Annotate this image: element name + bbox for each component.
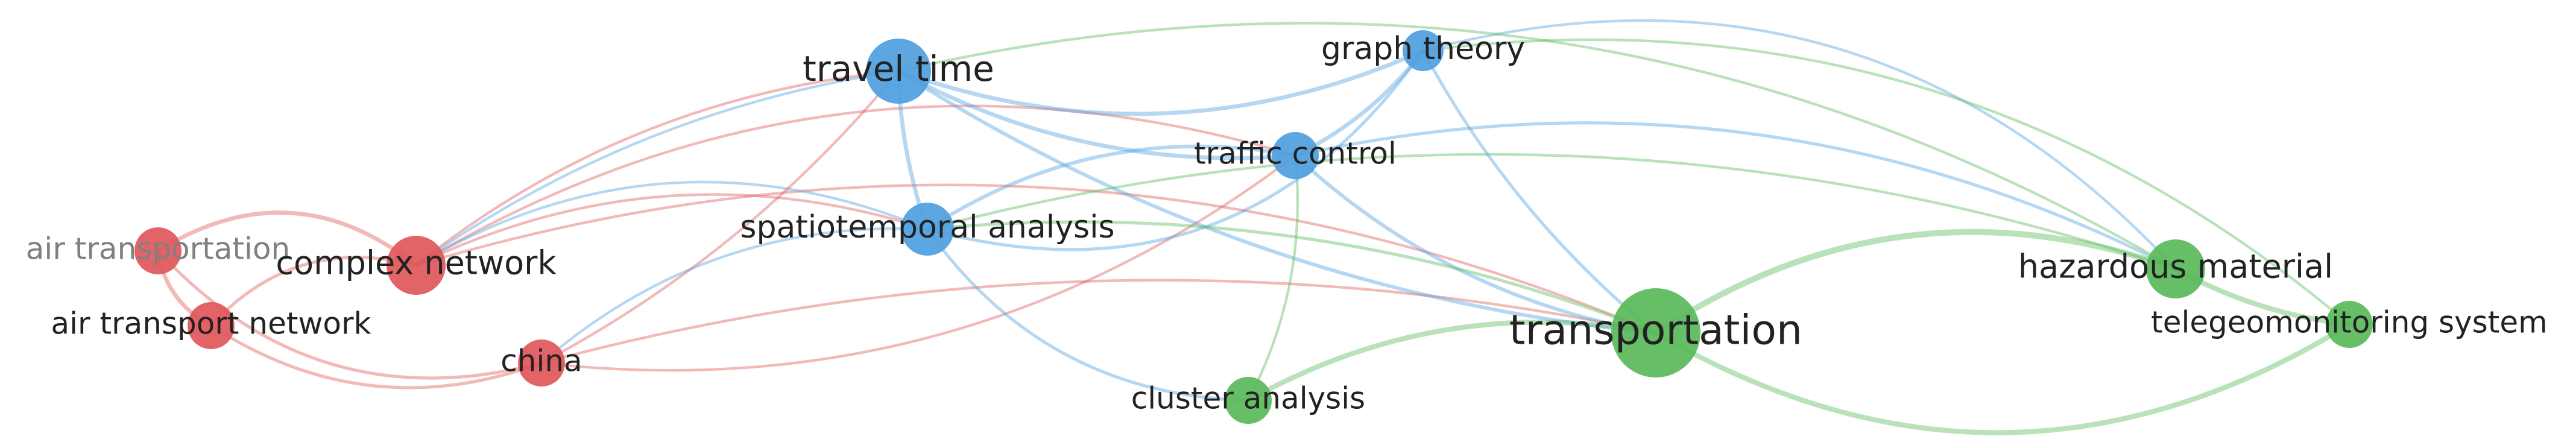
- link-complex-network-spatiotemporal-analysis: [414, 193, 929, 267]
- node-travel-time[interactable]: [866, 39, 931, 104]
- link-china-travel-time: [540, 69, 900, 365]
- link-traffic-control-hazardous-material: [1293, 121, 2177, 271]
- label-traffic-control[interactable]: traffic control: [1194, 136, 1397, 171]
- node-layer: [134, 30, 2373, 424]
- link-china-traffic-control: [540, 154, 1297, 372]
- link-travel-time-complex-network: [414, 69, 900, 267]
- label-hazardous-material[interactable]: hazardous material: [2018, 248, 2333, 286]
- node-telegeomonitoring-system[interactable]: [2326, 301, 2373, 348]
- link-spatiotemporal-analysis-transportation: [926, 220, 1658, 335]
- link-travel-time-hazardous-material: [897, 22, 2177, 271]
- label-transportation[interactable]: transportation: [1509, 307, 1802, 355]
- node-china[interactable]: [518, 339, 565, 387]
- link-traffic-control-spatiotemporal-analysis: [926, 144, 1297, 231]
- link-travel-time-graph-theory: [896, 48, 1425, 116]
- node-graph-theory[interactable]: [1403, 30, 1444, 71]
- link-spatiotemporal-analysis-hazardous-material: [926, 153, 2177, 271]
- link-travel-time-transportation: [897, 69, 1658, 335]
- node-spatiotemporal-analysis[interactable]: [901, 203, 954, 256]
- node-air-transport-network[interactable]: [188, 302, 235, 349]
- link-graph-theory-telegeomonitoring-system: [1421, 38, 2351, 326]
- label-cluster-analysis[interactable]: cluster analysis: [1131, 381, 1365, 416]
- link-traffic-control-transportation: [1293, 154, 1658, 335]
- link-transportation-hazardous-material: [1653, 229, 2179, 336]
- link-cluster-analysis-transportation: [1245, 320, 1659, 403]
- link-complex-network-travel-time: [414, 69, 900, 267]
- link-air-transportation-complex-network: [156, 210, 418, 268]
- link-travel-time-traffic-control: [896, 69, 1298, 160]
- link-spatiotemporal-analysis-complex-network: [414, 180, 929, 267]
- link-air-transportation-china: [156, 249, 543, 380]
- link-china-transportation: [540, 279, 1658, 365]
- node-hazardous-material[interactable]: [2146, 239, 2205, 298]
- link-graph-theory-transportation: [1421, 49, 1658, 335]
- link-air-transport-network-china: [209, 324, 543, 390]
- link-air-transport-network-complex-network: [209, 256, 418, 327]
- link-traffic-control-cluster-analysis: [1246, 154, 1299, 402]
- label-travel-time[interactable]: travel time: [803, 48, 994, 89]
- node-transportation[interactable]: [1611, 288, 1700, 377]
- link-graph-theory-hazardous-material: [1421, 19, 2177, 271]
- label-complex-network[interactable]: complex network: [276, 244, 557, 282]
- link-spatiotemporal-analysis-china: [540, 227, 929, 365]
- link-complex-network-traffic-control: [414, 104, 1297, 267]
- link-transportation-telegeomonitoring-system: [1653, 321, 2352, 435]
- node-complex-network[interactable]: [387, 236, 446, 295]
- link-complex-network-transportation: [414, 183, 1658, 335]
- label-china[interactable]: china: [500, 344, 582, 379]
- node-cluster-analysis[interactable]: [1225, 377, 1272, 424]
- link-spatiotemporal-analysis-cluster-analysis: [926, 227, 1250, 402]
- label-air-transportation[interactable]: air transportation: [26, 232, 290, 267]
- label-telegeomonitoring-system[interactable]: telegeomonitoring system: [2151, 305, 2548, 340]
- label-spatiotemporal-analysis[interactable]: spatiotemporal analysis: [740, 209, 1114, 245]
- link-layer: [156, 19, 2352, 435]
- label-air-transport-network[interactable]: air transport network: [51, 306, 371, 341]
- node-traffic-control[interactable]: [1272, 132, 1319, 179]
- link-graph-theory-spatiotemporal-analysis: [926, 49, 1425, 251]
- label-layer: travel time graph theory traffic control sp…: [26, 31, 2548, 416]
- label-graph-theory[interactable]: graph theory: [1321, 31, 1525, 67]
- node-air-transportation[interactable]: [134, 227, 182, 274]
